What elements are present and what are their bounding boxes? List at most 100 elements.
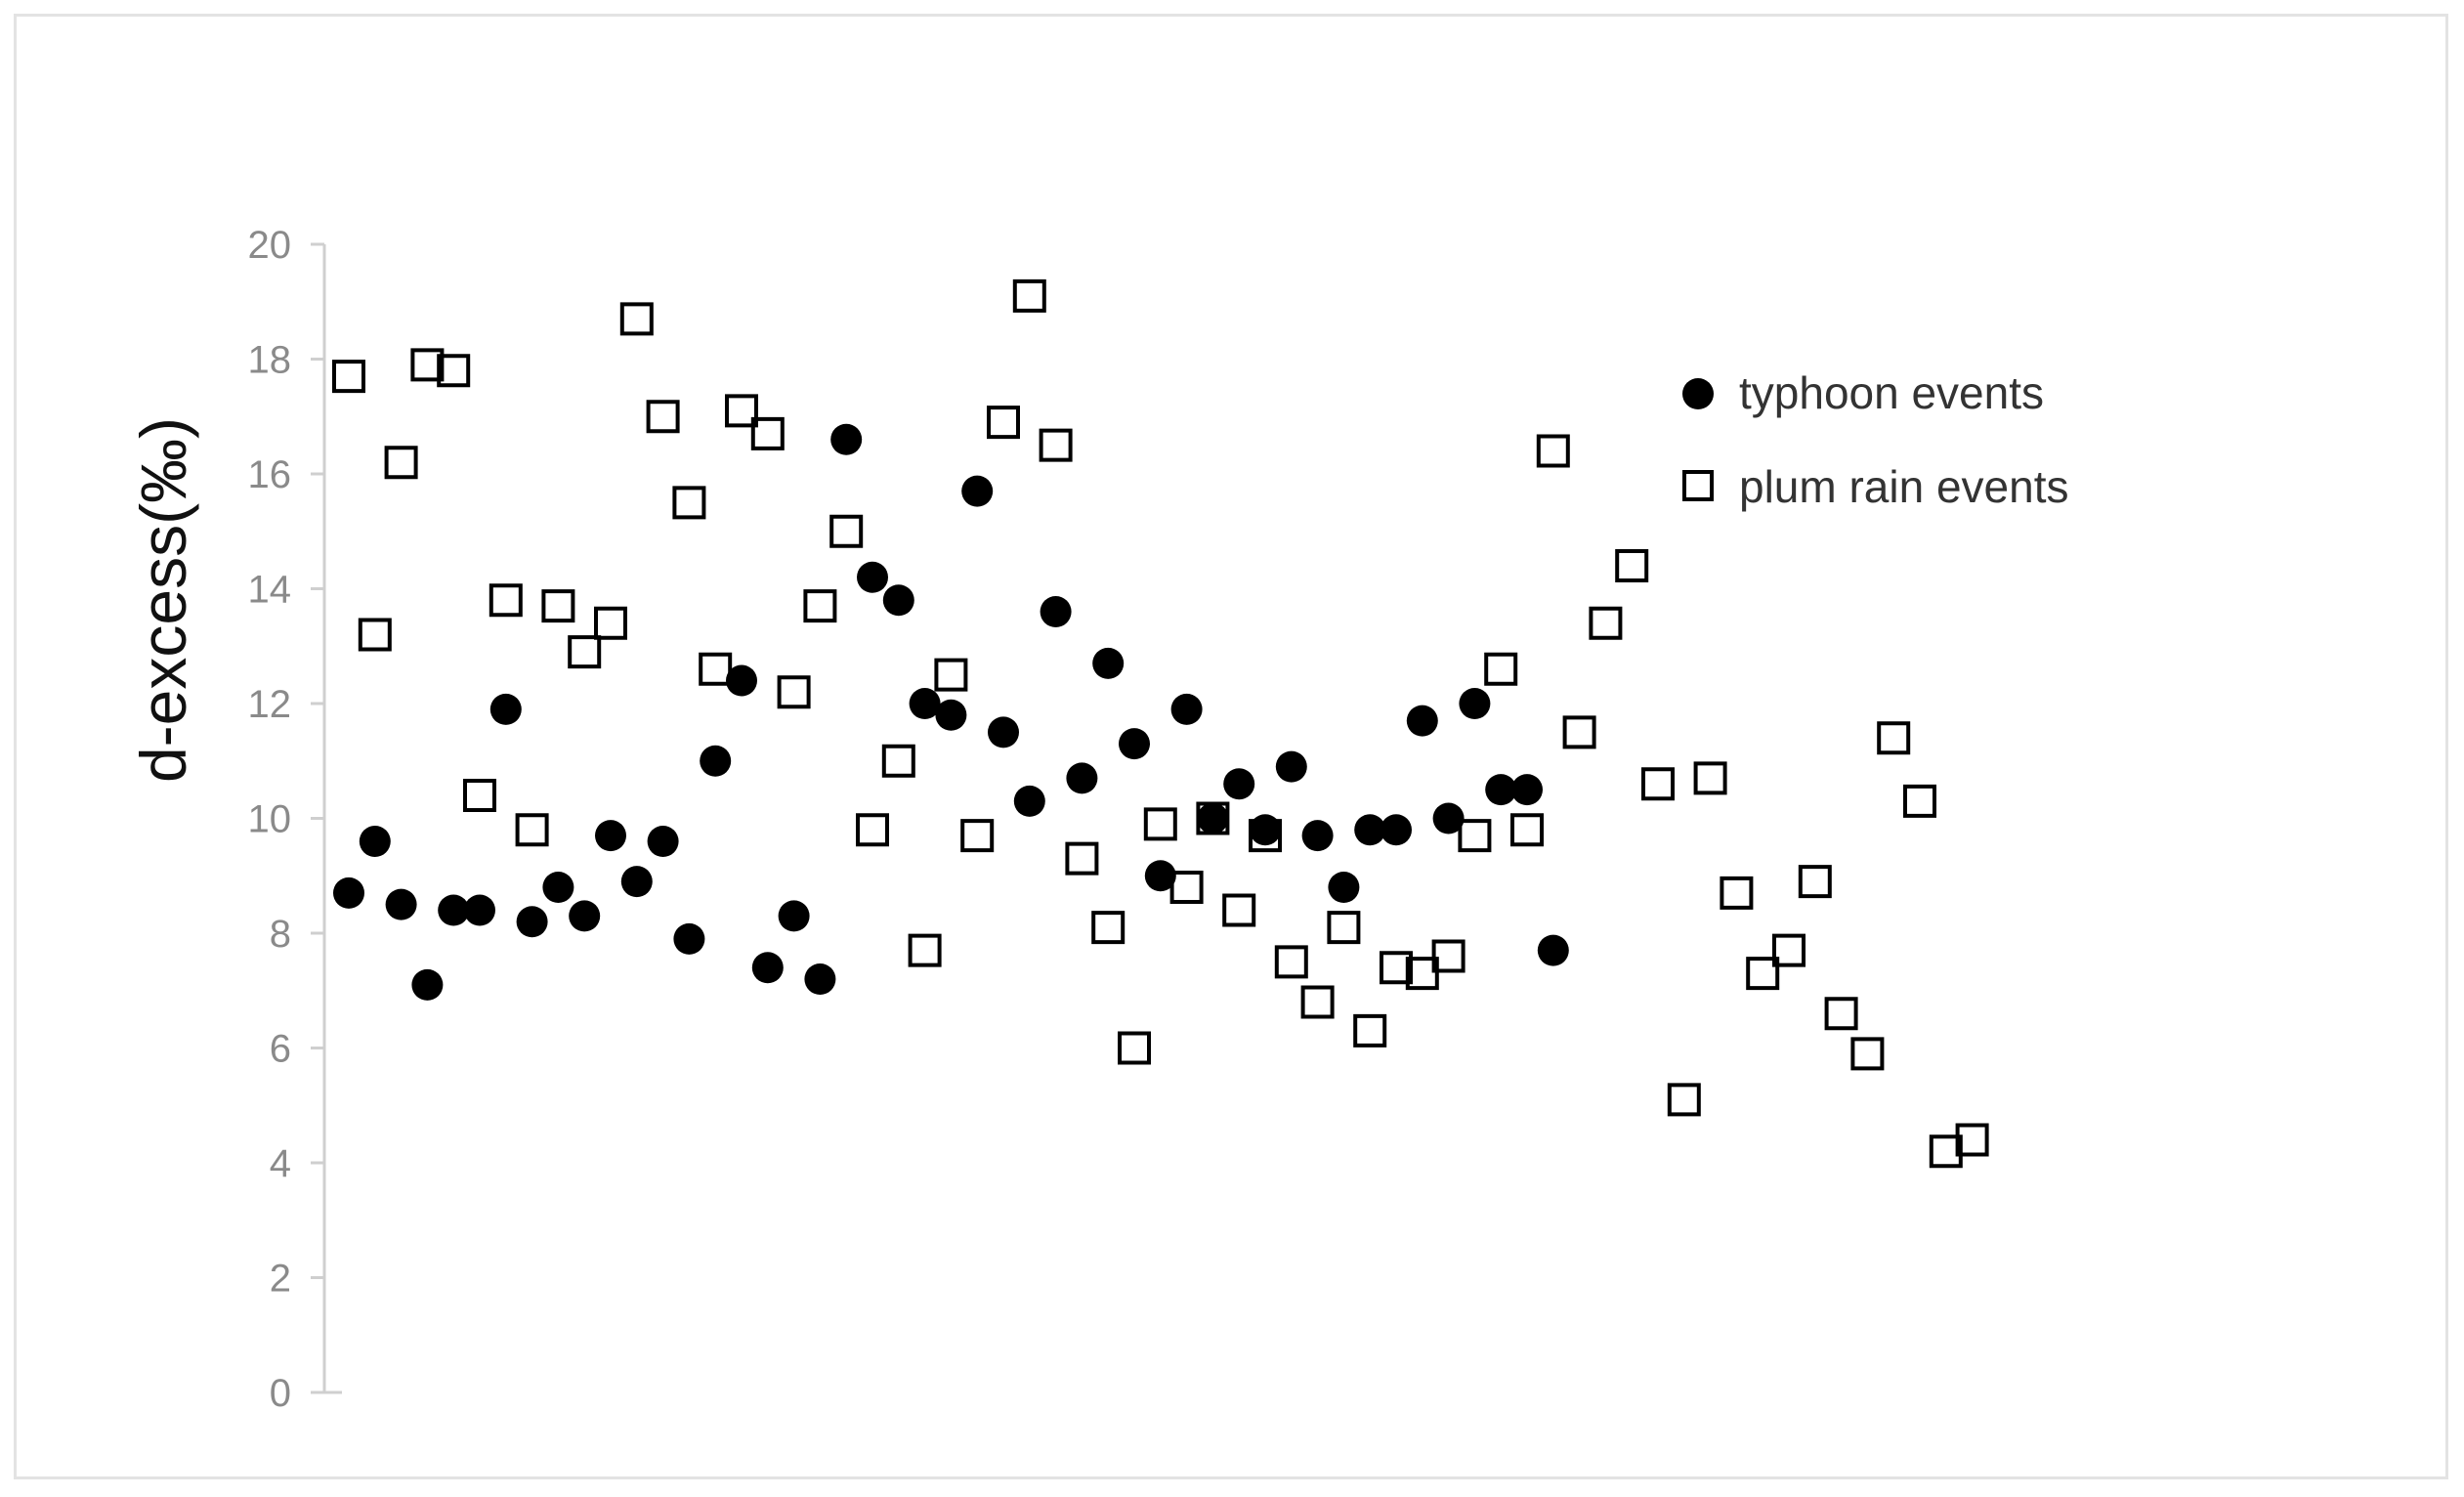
typhoon-point <box>595 820 626 852</box>
plum-rain-point <box>725 394 758 428</box>
plum-rain-point <box>699 652 733 686</box>
plum-rain-point <box>1065 841 1099 876</box>
y-tick-label: 0 <box>270 1372 291 1415</box>
typhoon-point <box>647 826 679 857</box>
typhoon-point <box>909 688 941 719</box>
plum-rain-point <box>1118 1031 1151 1065</box>
plum-rain-point <box>750 416 785 450</box>
typhoon-point <box>700 745 732 777</box>
plum-rain-point <box>1327 911 1361 945</box>
typhoon-point <box>726 664 757 697</box>
plum-rain-point <box>384 446 418 480</box>
legend-typhoon-label: typhoon events <box>1739 367 2044 418</box>
plum-rain-point <box>1012 278 1046 313</box>
typhoon-point <box>385 888 417 920</box>
plum-rain-point <box>1458 819 1492 853</box>
plum-rain-point <box>463 779 496 812</box>
typhoon-point <box>1223 768 1255 800</box>
y-tick-label: 2 <box>270 1258 291 1301</box>
typhoon-point <box>804 963 836 995</box>
typhoon-point <box>489 693 522 725</box>
plum-rain-point <box>856 813 889 847</box>
plum-rain-point <box>1039 428 1073 462</box>
typhoon-point <box>1170 693 1203 725</box>
plum-rain-point <box>358 618 392 652</box>
legend: typhoon events plum rain events <box>1682 367 2069 512</box>
y-tick-label: 4 <box>270 1142 291 1185</box>
plum-rain-point <box>1798 865 1832 899</box>
typhoon-point <box>1250 814 1281 846</box>
y-tick-label: 10 <box>248 798 292 841</box>
plum-rain-point <box>1484 652 1518 686</box>
y-axis-label: d-excess(‰) <box>127 417 199 783</box>
y-tick-label: 20 <box>248 224 292 267</box>
plum-rain-point <box>332 360 365 394</box>
plum-rain-point <box>568 635 602 669</box>
plum-rain-point <box>1955 1123 1989 1157</box>
typhoon-point <box>1040 596 1072 627</box>
plum-rain-point <box>489 583 523 618</box>
plum-rain-point <box>1222 893 1256 927</box>
plum-rain-point <box>1300 985 1335 1019</box>
typhoon-point <box>542 872 574 903</box>
legend-plum-label: plum rain events <box>1739 461 2069 512</box>
typhoon-point <box>961 475 994 507</box>
y-tick-label: 8 <box>270 913 291 956</box>
typhoon-point <box>620 866 653 898</box>
plum-rain-point <box>1693 761 1727 795</box>
plum-rain-point <box>1405 957 1439 991</box>
plum-rain-point <box>960 819 995 853</box>
y-tick-label: 6 <box>270 1028 291 1071</box>
plum-rain-point <box>646 400 680 434</box>
plum-rain-point <box>881 744 915 778</box>
typhoon-point <box>988 716 1019 748</box>
typhoon-point <box>1432 802 1465 834</box>
typhoon-point <box>1354 814 1386 846</box>
plum-rain-point <box>1380 951 1413 985</box>
typhoon-point <box>1459 688 1491 719</box>
plum-rain-point <box>1667 1083 1701 1117</box>
plum-rain-point <box>1850 1037 1885 1071</box>
y-tick-label: 12 <box>248 683 292 726</box>
typhoon-point <box>1144 860 1176 892</box>
plum-rain-point <box>515 813 549 847</box>
y-tick-label: 16 <box>248 453 292 496</box>
plum-rain-point <box>1562 715 1596 749</box>
typhoon-point <box>1013 785 1045 817</box>
plum-rain-point <box>1169 871 1204 904</box>
typhoon-point <box>411 968 444 1001</box>
typhoon-point <box>359 826 391 857</box>
plum-rain-point <box>1431 939 1466 973</box>
typhoon-point <box>1301 820 1334 852</box>
typhoon-point <box>778 900 810 932</box>
typhoon-point <box>1197 802 1229 834</box>
plum-rain-point <box>987 406 1020 440</box>
typhoon-point <box>935 699 967 731</box>
chart-frame <box>14 14 2448 1479</box>
typhoon-point <box>333 877 364 909</box>
typhoon-point <box>1275 750 1307 783</box>
typhoon-series <box>333 423 1569 1001</box>
plum-rain-point <box>1091 911 1126 945</box>
typhoon-point <box>1066 762 1098 794</box>
plum-rain-point <box>1274 945 1308 979</box>
plum-rain-point <box>1641 767 1675 801</box>
typhoon-point <box>1511 774 1543 806</box>
typhoon-point <box>1119 728 1150 760</box>
plum-rain-point <box>410 348 445 382</box>
plum-rain-point <box>1929 1134 1963 1169</box>
typhoon-point <box>1537 934 1569 966</box>
plum-rain-point <box>934 658 968 692</box>
typhoon-point <box>1381 814 1412 846</box>
plum-rain-point <box>672 486 706 520</box>
typhoon-point <box>1406 705 1438 737</box>
typhoon-point <box>751 952 784 984</box>
plum-rain-point <box>829 514 864 548</box>
typhoon-point <box>673 922 705 955</box>
plum-rain-series <box>332 278 1989 1169</box>
plum-rain-point <box>1143 807 1177 841</box>
typhoon-point <box>882 584 914 617</box>
plum-rain-point <box>1615 549 1649 582</box>
typhoon-point <box>830 423 863 455</box>
